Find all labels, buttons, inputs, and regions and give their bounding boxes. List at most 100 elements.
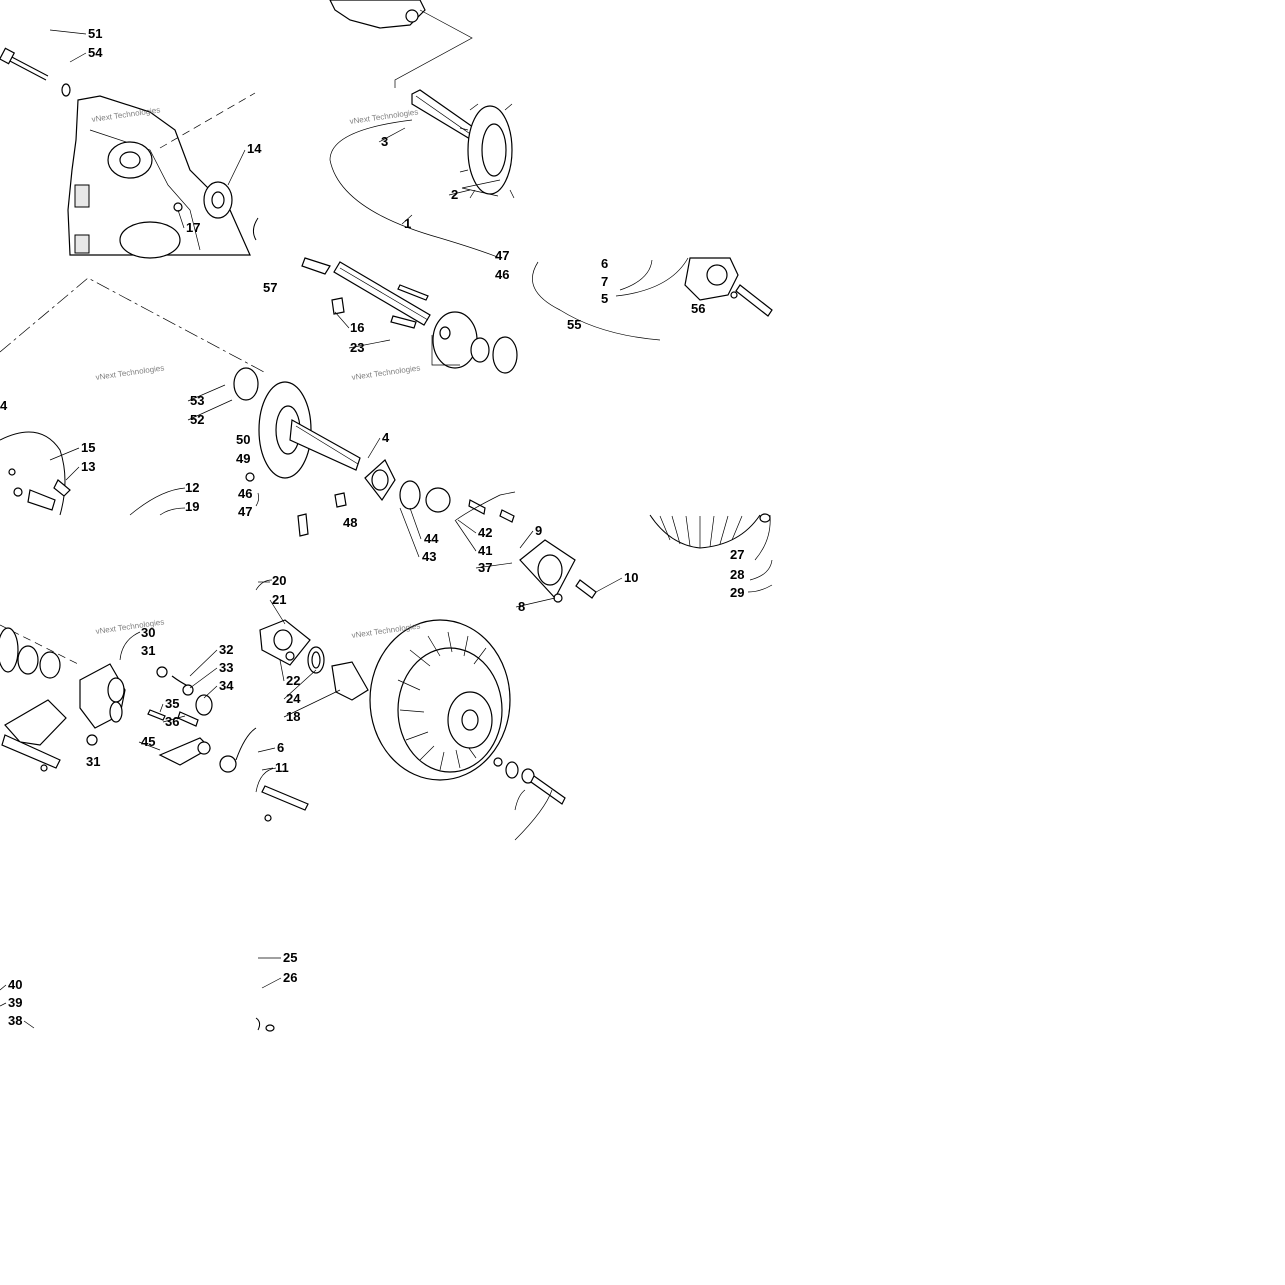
tile-gear-case-cover (0, 47, 259, 259)
callout-6: 6 (601, 256, 608, 271)
callout-7: 7 (601, 274, 608, 289)
callout-26: 26 (283, 970, 297, 985)
callout-32: 32 (219, 642, 233, 657)
callout-30: 30 (141, 625, 155, 640)
tile-jackshaft (0, 257, 518, 537)
callout-57: 57 (263, 280, 277, 295)
leader-line (269, 599, 286, 625)
callout-49: 49 (236, 451, 250, 466)
leader-line (279, 659, 285, 682)
watermark-text: vNext Technologies (349, 107, 419, 126)
leader-line (261, 767, 274, 771)
callout-20: 20 (272, 573, 286, 588)
leader-line (49, 29, 87, 35)
callout-14: 14 (247, 141, 262, 156)
leader-line (187, 399, 233, 421)
callout-11: 11 (275, 760, 289, 775)
callout-19: 19 (185, 499, 199, 514)
callout-9: 9 (535, 523, 542, 538)
callout-46: 46 (238, 486, 252, 501)
callout-40: 40 (8, 977, 22, 992)
callout-36: 36 (165, 714, 179, 729)
callout-43: 43 (422, 549, 436, 564)
callout-2: 2 (451, 187, 458, 202)
callout-8: 8 (518, 599, 525, 614)
callout-10: 10 (624, 570, 638, 585)
callout-46: 46 (495, 267, 509, 282)
callout-55: 55 (567, 317, 581, 332)
callout-44: 44 (424, 531, 439, 546)
leader-line (409, 507, 422, 540)
leader-line (189, 667, 218, 689)
callout-23: 23 (350, 340, 364, 355)
leader-line (261, 977, 282, 989)
callout-50: 50 (236, 432, 250, 447)
callout-18: 18 (286, 709, 300, 724)
callout-5: 5 (601, 291, 608, 306)
tile-clutch-fragment (649, 513, 773, 593)
callout-17: 17 (186, 220, 200, 235)
leader-line (367, 437, 381, 459)
callout-22: 22 (286, 673, 300, 688)
callout-35: 35 (165, 696, 179, 711)
callout-56: 56 (691, 301, 705, 316)
callout-51: 51 (88, 26, 102, 41)
callout-41: 41 (478, 543, 492, 558)
leader-line (283, 669, 317, 700)
leader-line (227, 149, 246, 186)
callout-34: 34 (219, 678, 234, 693)
callout-6: 6 (277, 740, 284, 755)
leader-line (0, 984, 7, 991)
leader-line (0, 1002, 7, 1007)
leader-line (448, 189, 471, 196)
callout-33: 33 (219, 660, 233, 675)
leader-line (138, 741, 161, 751)
callout-52: 52 (190, 412, 204, 427)
leader-line (187, 384, 226, 402)
callout-13: 13 (81, 459, 95, 474)
watermark-text: vNext Technologies (95, 363, 165, 382)
callout-42: 42 (478, 525, 492, 540)
leader-line (177, 209, 185, 229)
callout-37: 37 (478, 560, 492, 575)
callout-4: 4 (382, 430, 390, 445)
callout-47: 47 (495, 248, 509, 263)
callout-12: 12 (185, 480, 199, 495)
tile-drive-shaft (329, 0, 515, 259)
leader-line (519, 530, 534, 549)
callout-28: 28 (730, 567, 744, 582)
callout-54: 54 (88, 45, 103, 60)
callout-38: 38 (8, 1013, 22, 1028)
tile-brake-disc (0, 431, 186, 516)
callout-31: 31 (86, 754, 100, 769)
leader-line (283, 689, 341, 718)
leader-line (457, 519, 477, 534)
leader-line (189, 649, 218, 677)
callout-29: 29 (730, 585, 744, 600)
leader-line (69, 52, 87, 63)
leader-line (348, 339, 391, 349)
callout-21: 21 (272, 592, 286, 607)
leader-line (23, 1020, 35, 1029)
leader-line (399, 507, 420, 558)
callout-47: 47 (238, 504, 252, 519)
callout-16: 16 (350, 320, 364, 335)
leader-line (257, 747, 276, 753)
leader-line (515, 597, 556, 608)
callout-27: 27 (730, 547, 744, 562)
tile-flange-bearing (455, 491, 597, 603)
callout-4: 4 (0, 398, 8, 413)
callout-1: 1 (404, 216, 411, 231)
callout-45: 45 (141, 734, 155, 749)
callout-53: 53 (190, 393, 204, 408)
leader-line (334, 311, 350, 329)
tile-brake-assembly (0, 624, 257, 773)
leader-line (401, 214, 413, 225)
watermark-text: vNext Technologies (351, 363, 421, 382)
tile-bearing-flange (532, 257, 773, 341)
leader-line (49, 447, 80, 461)
callout-15: 15 (81, 440, 95, 455)
leader-line (159, 703, 164, 713)
callout-24: 24 (286, 691, 301, 706)
